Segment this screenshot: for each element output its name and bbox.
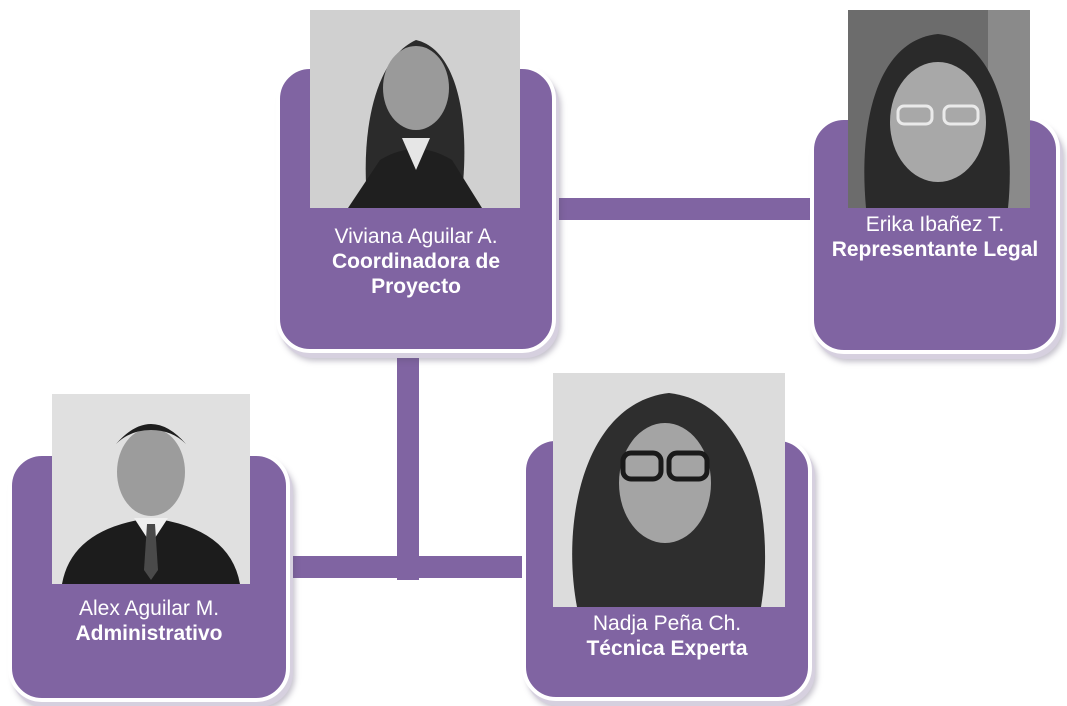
photo-coordinator xyxy=(310,10,520,208)
person-name: Alex Aguilar M. xyxy=(78,597,220,620)
text-expert: Nadja Peña Ch. Técnica Experta xyxy=(534,611,800,661)
person-name: Nadja Peña Ch. xyxy=(592,612,742,635)
person-photo-icon xyxy=(848,10,1030,208)
person-role: Representante Legal xyxy=(831,238,1039,262)
person-role: Coordinadora de Proyecto xyxy=(331,250,500,299)
person-role: Administrativo xyxy=(75,622,223,646)
connector-coordinator-legal xyxy=(552,198,814,220)
person-role: Técnica Experta xyxy=(586,637,748,661)
connector-coordinator-down xyxy=(397,348,419,580)
person-name: Erika Ibañez T. xyxy=(865,213,1005,236)
text-legal: Erika Ibañez T. Representante Legal xyxy=(822,212,1048,262)
person-photo-icon xyxy=(553,373,785,607)
person-photo-icon xyxy=(52,394,250,584)
photo-admin xyxy=(52,394,250,584)
photo-legal xyxy=(848,10,1030,208)
person-photo-icon xyxy=(310,10,520,208)
connector-admin-expert xyxy=(285,556,530,578)
text-coordinator: Viviana Aguilar A. Coordinadora de Proye… xyxy=(290,224,542,300)
photo-expert xyxy=(553,373,785,607)
text-admin: Alex Aguilar M. Administrativo xyxy=(20,596,278,646)
person-name: Viviana Aguilar A. xyxy=(334,225,498,248)
